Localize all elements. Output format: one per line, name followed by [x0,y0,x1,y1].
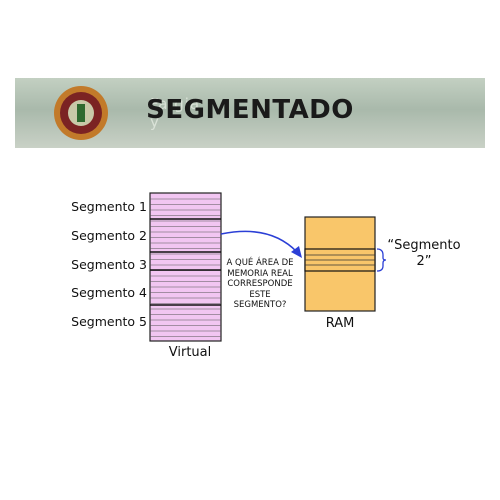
ram-block [304,216,376,312]
banner-background-text: Fa gia y [150,96,200,130]
virtual-memory-block [149,192,222,342]
question-line: MEMORIA REAL [227,268,293,279]
virtual-label: Virtual [168,345,212,360]
segment-brace [376,248,387,272]
question-line: ESTE [249,289,271,300]
ram-label: RAM [325,316,355,331]
callout-line: “Segmento [387,238,461,253]
question-line: CORRESPONDE [227,279,293,289]
segment-label: Segmento 3 [71,257,147,272]
segment-label: Segmento 1 [71,199,147,214]
page-title: SEGMENTADO [146,95,354,125]
segment-callout: “Segmento 2” [386,238,462,270]
university-seal-icon [54,86,108,140]
question-line: SEGMENTO? [233,300,287,310]
segment-label: Segmento 5 [71,314,147,329]
question-line: A QUÉ ÁREA DE [226,258,294,268]
header-banner: Fa gia y [15,78,485,148]
banner-text-line: y [150,113,160,131]
banner-text-line: Fa gia [150,95,201,113]
segment-label: Segmento 4 [71,285,147,300]
arrow-head-icon [291,246,302,258]
segment-label: Segmento 2 [71,228,147,243]
question-text: A QUÉ ÁREA DE MEMORIA REAL CORRESPONDE E… [222,258,298,311]
mapping-arrow [220,230,298,253]
callout-line: 2” [416,254,432,269]
